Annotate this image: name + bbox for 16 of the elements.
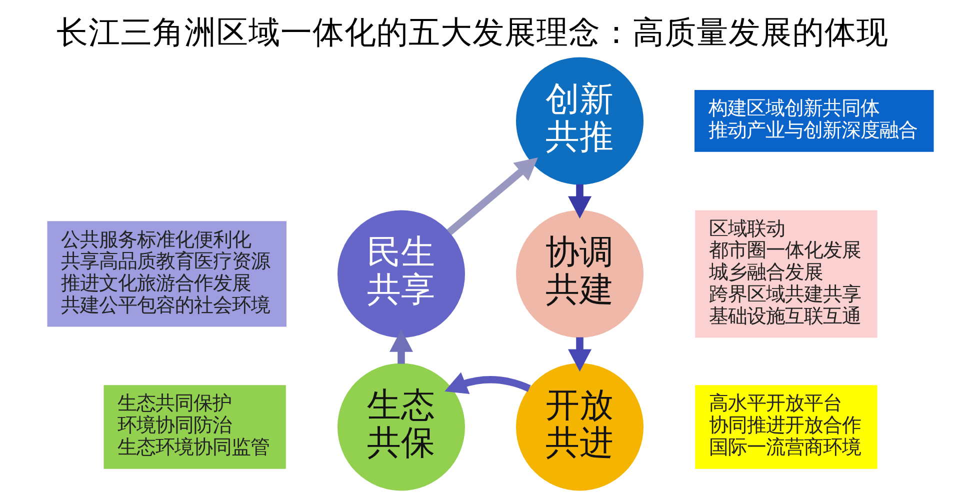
arrow [388,329,413,364]
arrow [568,337,592,372]
arrow [444,372,530,394]
arrow [568,184,592,219]
node-box: 高水平开放平台 协同推进开放合作 国际一流营商环境 [694,385,877,469]
node-circle: 开放共进 [516,363,644,491]
node-circle: 民生共享 [336,210,464,338]
diagram-title: 长江三角洲区域一体化的五大发展理念：高质量发展的体现 [56,14,888,51]
arrow [446,157,538,236]
node-box: 构建区域创新共同体 推动产业与创新深度融合 [694,90,934,152]
node-circle: 协调共建 [516,210,644,338]
node-circle: 创新共推 [516,57,644,185]
node-box: 区域联动 都市圈一体化发展 城乡融合发展 跨界区域共建共享 基础设施互联互通 [694,210,877,338]
node-box: 生态共同保护 环境协同防治 生态环境协同监管 [103,385,286,469]
node-box: 公共服务标准化便利化 共享高品质教育医疗资源 推进文化旅游合作发展 共建公平包容的社会环境 [46,221,286,327]
node-circle: 生态共保 [336,363,464,491]
